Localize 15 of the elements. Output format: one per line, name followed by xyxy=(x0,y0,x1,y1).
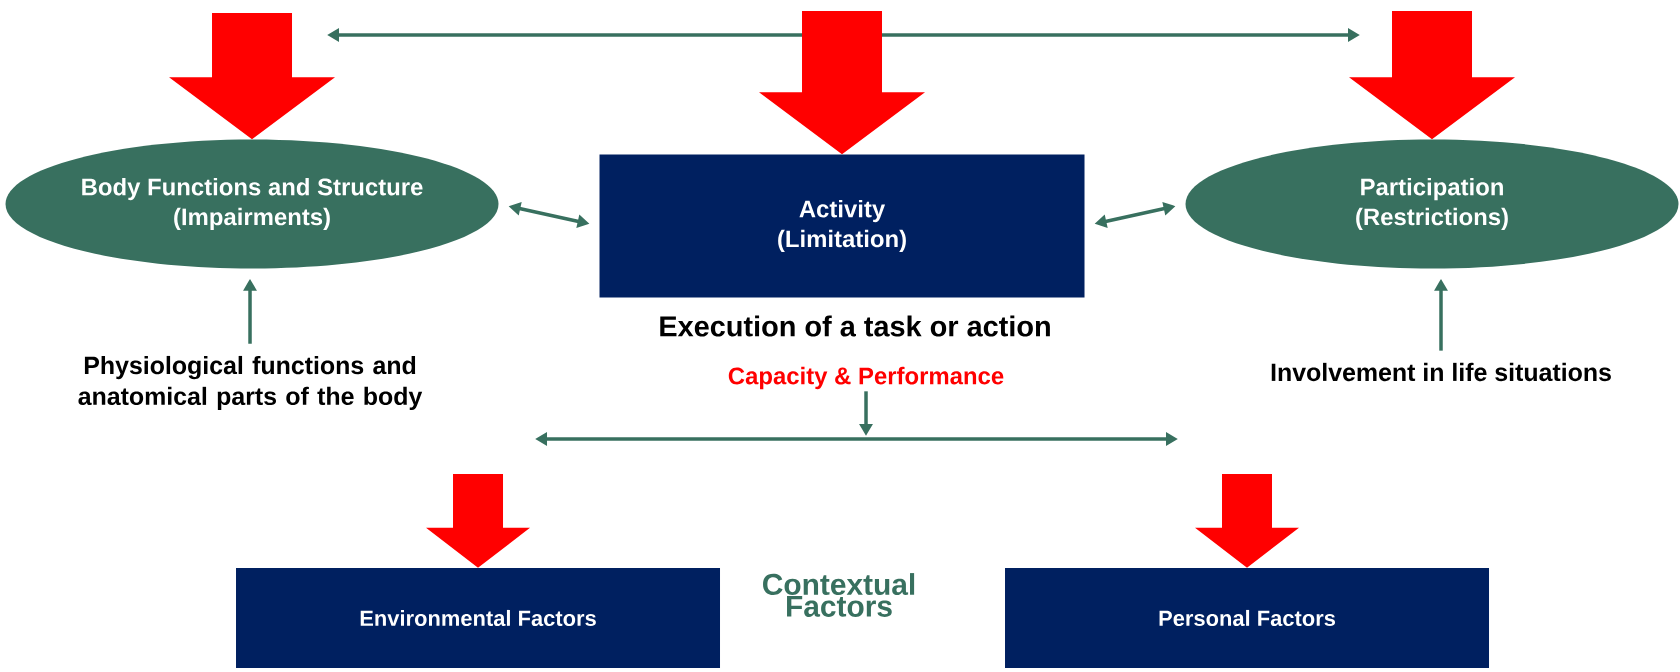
description-text: Involvement in life situations xyxy=(1271,362,1611,382)
process-box: Personal Factors xyxy=(1005,568,1489,668)
ellipse-node: Body Functions and Structure (Impairments) xyxy=(5,139,499,269)
block-arrow xyxy=(426,474,530,568)
block-arrow xyxy=(1349,11,1515,140)
block-arrow xyxy=(1195,474,1299,568)
caption-text: Execution of a task or action xyxy=(660,315,1050,337)
label-text: Contextual Factors xyxy=(763,573,915,617)
note-text: Capacity & Performance xyxy=(728,366,1004,390)
process-box: Activity (Limitation) xyxy=(599,154,1085,298)
process-box: Environmental Factors xyxy=(236,568,720,668)
description-text: Physiological functions and anatomical parts of the body xyxy=(78,355,423,411)
ellipse-node: Participation (Restrictions) xyxy=(1185,139,1679,269)
block-arrow xyxy=(169,13,335,140)
block-arrow xyxy=(759,11,925,155)
